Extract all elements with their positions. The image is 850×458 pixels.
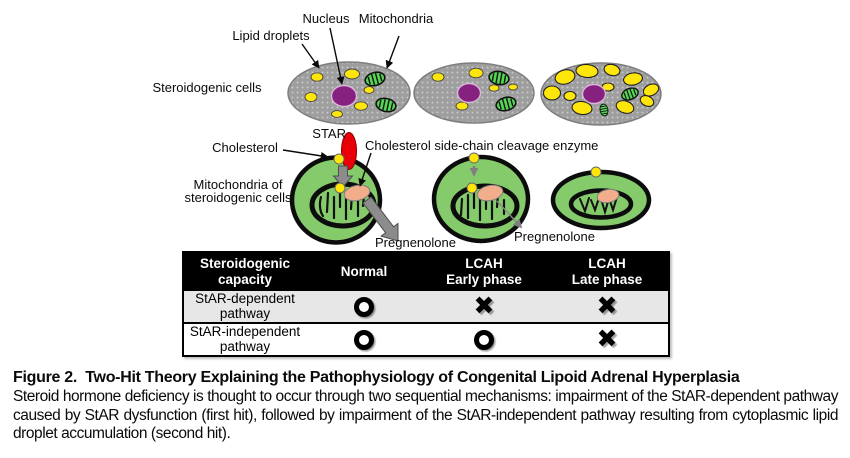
label-lipid-droplets: Lipid droplets [232, 28, 310, 43]
caption-body: Steroid hormone deficiency is thought to… [13, 388, 838, 443]
capacity-symbol [597, 294, 618, 319]
pointer-arrows [301, 27, 400, 85]
nucleus-shape [581, 83, 607, 105]
label-mitochondria-of-line2: steroidogenic cells [185, 190, 292, 205]
label-nucleus: Nucleus [303, 11, 350, 26]
row-label: StAR-independent pathway [183, 322, 306, 356]
cholesterol-dot [590, 166, 602, 178]
steroidogenic-cell-early [413, 62, 535, 124]
label-steroidogenic-cells: Steroidogenic cells [152, 80, 262, 95]
pregnenolone-output-arrow [362, 196, 399, 242]
steroidogenic-capacity-table: Steroidogenic capacity Normal LCAH Early… [182, 251, 670, 357]
import-arrow [332, 165, 354, 188]
lipid-droplets [304, 68, 375, 118]
header-normal: Normal [306, 252, 422, 291]
cleavage-enzyme-shape [343, 184, 371, 202]
steroidogenic-cell-normal [287, 61, 411, 125]
weak-pregnenolone-arrow [496, 200, 523, 229]
nucleus-shape [330, 84, 358, 108]
cholesterol-dot [468, 152, 480, 164]
row-label: StAR-dependent pathway [183, 291, 306, 323]
two-hit-diagram: Lipid droplets Nucleus Mitochondria Ster… [152, 11, 662, 250]
figure-caption: Figure 2. Two-Hit Theory Explaining the … [13, 369, 838, 444]
nucleus-shape [456, 82, 482, 104]
cleavage-enzyme-shape [476, 184, 504, 202]
lipid-droplets [431, 67, 518, 111]
header-lcah-early: LCAH Early phase [422, 252, 546, 291]
cholesterol-dot [334, 182, 346, 194]
capacity-symbol [354, 329, 374, 350]
steroidogenic-cell-late [540, 62, 662, 126]
cholesterol-dot [466, 182, 478, 194]
row-star-independent: StAR-independent pathway [183, 322, 669, 356]
mitochondrion-early-phase [431, 152, 531, 244]
capacity-symbol [474, 329, 494, 350]
label-mitochondria: Mitochondria [359, 11, 434, 26]
label-star: STAR [312, 126, 346, 141]
mitochondrion-late-phase [550, 166, 652, 231]
lipid-droplets-accumulated [542, 63, 660, 116]
caption-title: Figure 2. Two-Hit Theory Explaining the … [13, 369, 740, 386]
header-lcah-late: LCAH Late phase [546, 252, 669, 291]
cholesterol-dot [333, 153, 345, 165]
row-star-dependent: StAR-dependent pathway [183, 291, 669, 323]
table-header-row: Steroidogenic capacity Normal LCAH Early… [183, 252, 669, 291]
star-protein-shape [341, 132, 357, 170]
capacity-symbol [354, 296, 374, 317]
cleavage-enzyme-shape [596, 188, 620, 204]
pointer-arrows [282, 149, 372, 187]
header-steroidogenic-capacity: Steroidogenic capacity [183, 252, 306, 291]
label-cleavage-enzyme: Cholesterol side-chain cleavage enzyme [365, 138, 598, 153]
label-cholesterol: Cholesterol [212, 140, 278, 155]
capacity-symbol [597, 327, 618, 352]
capacity-symbol [474, 294, 495, 319]
label-pregnenolone-small: Pregnenolone [514, 229, 595, 244]
label-mitochondria-of-line1: Mitochondria of [194, 177, 283, 192]
label-pregnenolone-main: Pregnenolone [375, 235, 456, 250]
mitochondrion-normal [289, 132, 399, 245]
